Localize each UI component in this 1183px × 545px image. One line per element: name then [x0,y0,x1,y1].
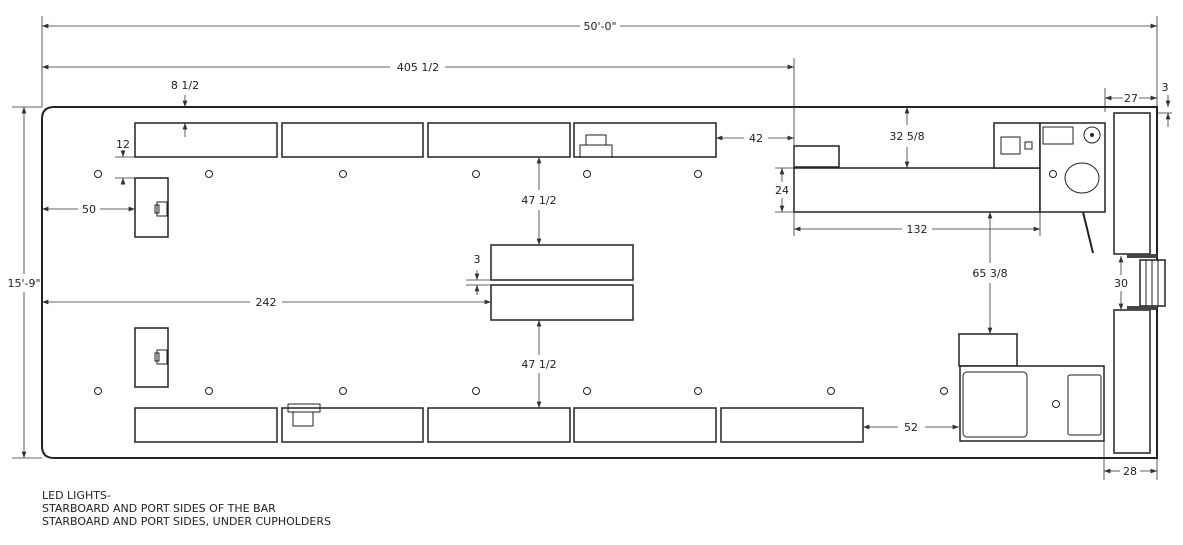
bar [793,122,1041,213]
stern-seat [1113,309,1151,454]
dim-bar-gap: 42 [749,132,763,145]
boarding-gate [1127,254,1166,310]
dim-aisle-bottom: 47 1/2 [521,358,556,371]
toilet-icon [1064,162,1100,194]
dim-gate-width: 30 [1114,277,1128,290]
dim-console-offset: 12 [116,138,130,151]
dim-bar-to-galley: 65 3/8 [972,267,1007,280]
dim-bar-offset: 405 1/2 [397,61,439,74]
dim-overall-width: 15'-9" [7,277,40,290]
dim-overall-length: 50'-0" [583,20,616,33]
dim-aisle-top: 47 1/2 [521,194,556,207]
table [490,284,634,321]
dim-stern-gap: 3 [1162,81,1169,94]
dim-bar-to-side: 32 5/8 [889,130,924,143]
note-line: STARBOARD AND PORT SIDES, UNDER CUPHOLDE… [42,515,331,528]
dim-bar-length: 132 [907,223,928,236]
cupholder-icon [287,403,321,427]
dim-stern-seat: 28 [1123,465,1137,478]
dim-console-from-bow: 50 [82,203,96,216]
galley [958,333,1105,442]
dimension-labels: 50'-0" 405 1/2 15'-9" 8 1/2 12 50 47 1/2… [7,20,1168,478]
deck-outline [41,106,1158,459]
cupholder-icon [579,134,613,158]
seats-port [134,403,864,443]
dim-seat-offset: 8 1/2 [171,79,199,92]
dim-galley-gap: 52 [904,421,918,434]
note-line: STARBOARD AND PORT SIDES OF THE BAR [42,502,276,515]
helm-console [134,327,169,388]
dim-bar-depth: 24 [775,184,789,197]
dim-table-gap: 3 [474,253,481,266]
table [490,244,634,281]
dim-step-width: 27 [1124,92,1138,105]
helm-console [134,177,169,238]
note-line: LED LIGHTS- [42,489,111,502]
stern-seat [1113,112,1151,255]
seats-starboard [134,122,717,158]
notes: LED LIGHTS- STARBOARD AND PORT SIDES OF … [42,489,331,528]
head-bathroom [1039,122,1106,254]
dim-table-from-bow: 242 [256,296,277,309]
